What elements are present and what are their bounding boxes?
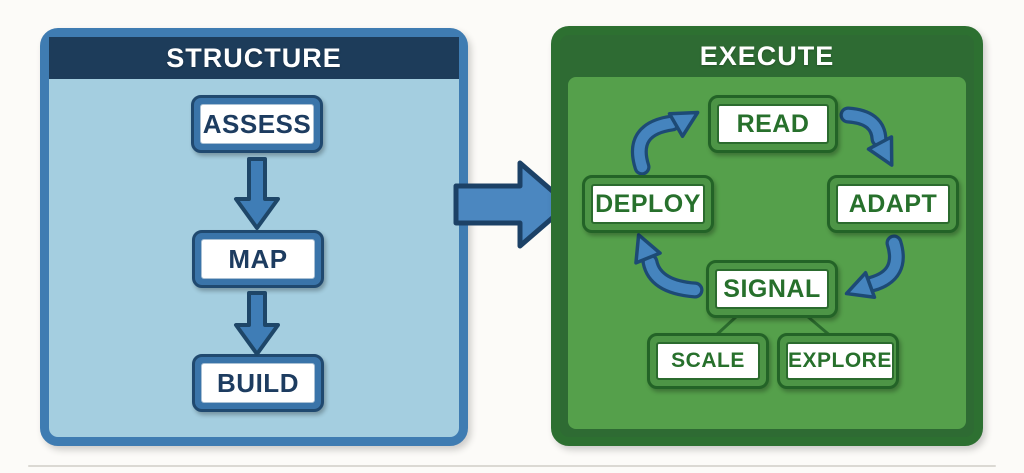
node-scale: SCALE	[647, 333, 769, 389]
execute-panel-title: EXECUTE	[699, 40, 835, 71]
arrow-down-assess-to-map-icon	[234, 157, 280, 230]
node-map: MAP	[192, 230, 324, 288]
node-explore: EXPLORE	[777, 333, 899, 389]
node-deploy-label: DEPLOY	[591, 184, 705, 224]
node-read: READ	[708, 95, 838, 153]
node-signal-label: SIGNAL	[715, 269, 829, 309]
node-signal: SIGNAL	[706, 260, 838, 318]
structure-panel-title: STRUCTURE	[166, 42, 342, 73]
structure-panel-header: STRUCTURE	[49, 37, 459, 79]
node-adapt-label: ADAPT	[836, 184, 950, 224]
scan-artifact-line	[28, 465, 996, 467]
node-deploy: DEPLOY	[582, 175, 714, 233]
execute-panel: EXECUTE	[551, 26, 983, 446]
node-scale-label: SCALE	[656, 342, 760, 380]
node-build-label: BUILD	[201, 363, 315, 403]
node-assess: ASSESS	[191, 95, 323, 153]
node-assess-label: ASSESS	[200, 104, 314, 144]
node-explore-label: EXPLORE	[786, 342, 894, 380]
node-build: BUILD	[192, 354, 324, 412]
structure-panel: STRUCTURE ASSESS MAP BUILD	[40, 28, 468, 446]
node-adapt: ADAPT	[827, 175, 959, 233]
execute-panel-header: EXECUTE	[560, 35, 974, 77]
arrow-down-map-to-build-icon	[234, 291, 280, 356]
node-read-label: READ	[717, 104, 829, 144]
node-map-label: MAP	[201, 239, 315, 279]
